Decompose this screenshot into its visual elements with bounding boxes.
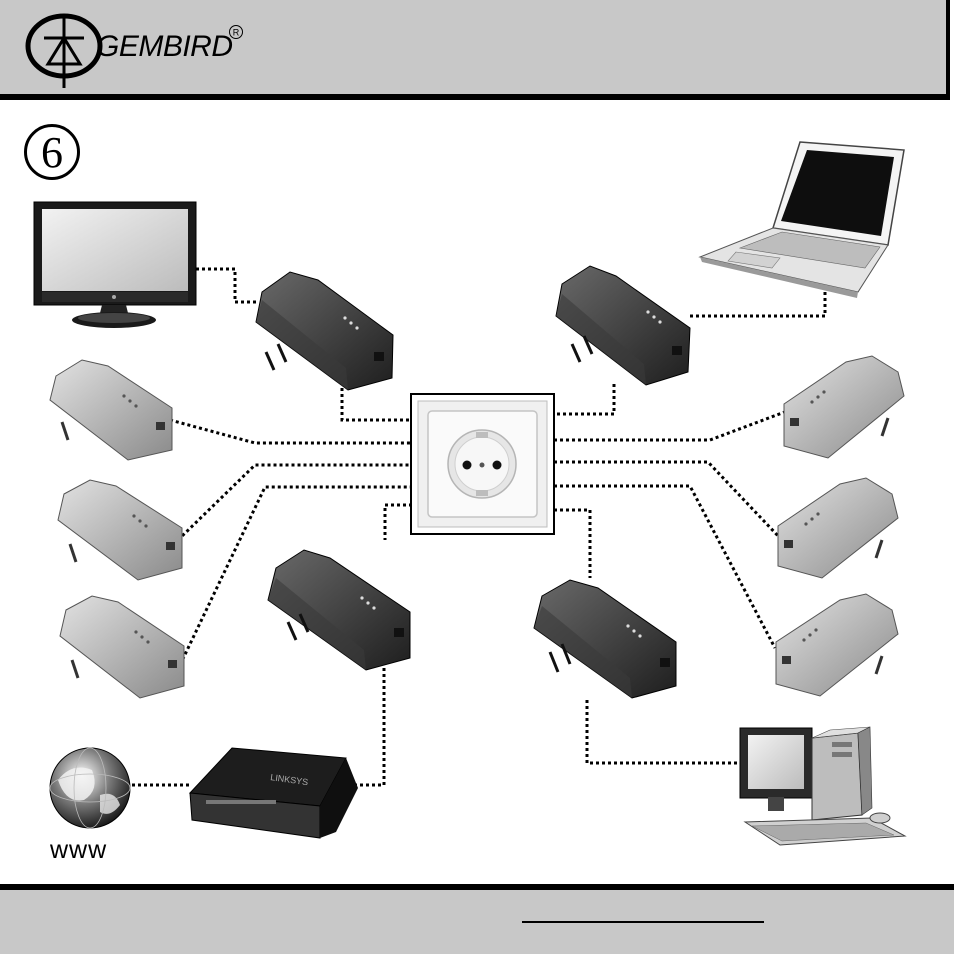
- footer-bar: [0, 884, 954, 954]
- link-right2-outlet: [554, 462, 780, 538]
- tv-monitor-icon: [34, 202, 196, 328]
- powerline-adapter-icon: [534, 580, 676, 698]
- link-outlet-adapter-bc: [554, 510, 590, 578]
- link-tv-adapter: [196, 269, 258, 302]
- link-adapter-desktop: [587, 700, 738, 763]
- link-router-outlet: [385, 505, 412, 540]
- footer-underline: [522, 921, 764, 923]
- powerline-adapter-icon: [784, 356, 904, 458]
- powerline-adapter-icon: [778, 478, 898, 578]
- link-adapter-router: [352, 668, 384, 785]
- link-left1-outlet: [170, 420, 412, 443]
- powerline-adapter-icon: [58, 480, 182, 580]
- link-adapter-outlet-tl: [342, 388, 412, 420]
- powerline-adapter-icon: [50, 360, 172, 460]
- desktop-computer-icon: [740, 727, 905, 845]
- powerline-adapter-icon: [268, 550, 410, 670]
- laptop-icon: [700, 142, 904, 298]
- link-adapter-outlet-tr: [554, 384, 614, 414]
- router-icon: LINKSYS: [190, 748, 358, 838]
- powerline-adapter-icon: [776, 594, 898, 696]
- power-outlet-icon: [411, 394, 554, 534]
- powerline-adapter-icon: [556, 266, 690, 385]
- internet-label: www: [50, 836, 107, 865]
- powerline-adapter-icon: [60, 596, 184, 698]
- powerline-adapter-icon: [256, 272, 393, 390]
- globe-icon: [50, 748, 130, 828]
- link-left2-outlet: [178, 465, 412, 540]
- link-laptop-adapter: [690, 292, 825, 316]
